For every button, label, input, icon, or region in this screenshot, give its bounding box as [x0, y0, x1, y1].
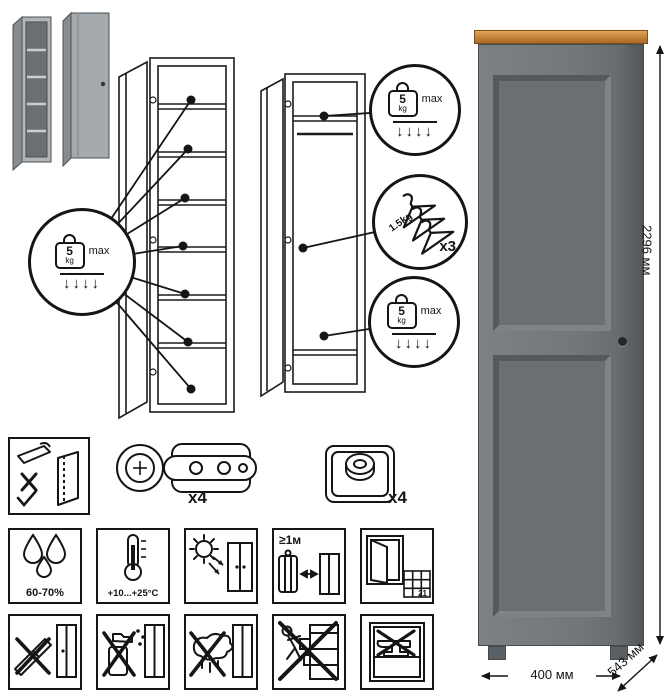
mini-cabinet-closed-icon [62, 11, 110, 168]
no-wet-cloth-box [184, 614, 258, 690]
water-drops-icon [22, 533, 67, 578]
door-panel-upper [493, 75, 611, 331]
max-label: max [421, 92, 443, 105]
wardrobe-body [478, 44, 644, 646]
rail-cabinet-drawing [260, 73, 366, 398]
temperature-box: +10...+25°C [96, 528, 170, 604]
temperature-range: +10...+25°C [107, 588, 159, 599]
door-panel-lower [493, 355, 611, 617]
weight-unit: kg [397, 315, 406, 325]
wardrobe-foot [488, 646, 506, 660]
foot-count: x4 [388, 488, 407, 507]
wet-cloth-crossed-icon [189, 624, 253, 678]
width-dimension: 400 мм [508, 667, 596, 682]
min-distance-label: ≥1м [279, 533, 302, 547]
hinge-count: x4 [188, 488, 207, 507]
weight-icon: 5 kg [54, 233, 85, 269]
foot-hardware: x4 [318, 430, 436, 514]
max-load-callout-bottom: 5 kg max ↓↓↓↓ [368, 276, 460, 368]
hangers-icon [402, 193, 455, 255]
weight-handle-icon [395, 81, 409, 92]
load-arrows-icon: ↓↓↓↓ [60, 272, 104, 292]
hanger-count-label: x3 [439, 238, 456, 255]
radiator-distance-icon [278, 549, 340, 595]
weight-icon: 5 kg [387, 81, 418, 117]
weight-icon: 5 kg [386, 293, 417, 329]
unpacking-care-icon [16, 442, 79, 507]
unpacking-care-box [8, 437, 90, 515]
wardrobe-product-image [474, 30, 648, 673]
load-arrows-icon: ↓↓↓↓ [393, 120, 437, 140]
max-label: max [420, 304, 442, 317]
hinge-icon [116, 443, 257, 493]
max-load-callout-shelves: 5 kg max ↓↓↓↓ [28, 208, 136, 316]
humidity-box: 60-70% [8, 528, 82, 604]
no-sharp-tools-box [8, 614, 82, 690]
weight-handle-icon [62, 233, 76, 244]
thermometer-icon [124, 534, 146, 581]
no-climbing-box [272, 614, 346, 690]
max-load-callout-top: 5 kg max ↓↓↓↓ [369, 64, 461, 156]
weight-value: 5 [399, 91, 406, 106]
ventilation-box: 21 [360, 528, 434, 604]
climbing-crossed-icon [278, 621, 339, 681]
height-dimension: 2296 мм [639, 224, 655, 276]
knife-crossed-icon [14, 624, 77, 678]
weight-handle-icon [394, 293, 408, 304]
no-heavy-load-box [360, 614, 434, 690]
weight-unit: kg [398, 103, 407, 113]
calendar-day: 21 [418, 589, 427, 598]
hanger-load-callout: 1.5kg x3 [372, 174, 468, 270]
weight-row: 5 kg max [387, 81, 443, 117]
load-arrows-icon: ↓↓↓↓ [392, 332, 436, 352]
weight-value: 5 [66, 243, 73, 258]
weight-row: 5 kg max [54, 233, 110, 269]
sun-cabinet-icon [189, 534, 253, 592]
leader-dots [178, 95, 329, 394]
heat-distance-box: ≥1м [272, 528, 346, 604]
sunlight-box [184, 528, 258, 604]
door-knob [618, 337, 627, 346]
weight-row: 5 kg max [386, 293, 442, 329]
max-label: max [88, 244, 110, 257]
weight-value: 5 [398, 303, 405, 318]
hinge-hardware: x4 [112, 432, 292, 516]
spray-crossed-icon [102, 624, 165, 678]
weight-unit: kg [65, 255, 74, 265]
shelf-cabinet-drawing [118, 57, 235, 420]
mounting-foot-icon [325, 445, 395, 503]
mini-cabinet-open-icon [12, 15, 52, 172]
wood-top [474, 30, 648, 44]
no-spray-box [96, 614, 170, 690]
humidity-range: 60-70% [26, 587, 64, 599]
anvil-crossed-icon [369, 622, 425, 682]
window-ventilation-icon [366, 535, 431, 598]
